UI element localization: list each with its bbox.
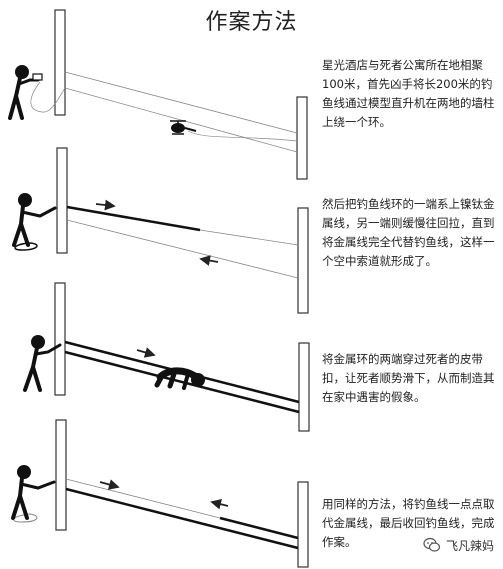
watermark: 飞凡辣妈 — [419, 535, 497, 555]
wechat-icon — [423, 537, 441, 552]
diagram-title: 作案方法 — [205, 10, 298, 35]
left-pillar — [54, 282, 66, 396]
panel-3 — [23, 282, 310, 432]
panel-4 — [11, 419, 309, 568]
slide-arrow — [136, 347, 156, 358]
metal-wire-upper — [219, 516, 299, 540]
panel-1 — [8, 9, 308, 180]
right-pillar — [298, 342, 310, 432]
left-pillar — [56, 147, 68, 254]
wire-coil — [14, 242, 38, 251]
left-pillar — [54, 9, 66, 116]
step-4-caption: 用同样的方法，将钓鱼线一点点取代金属线，最后收回钓鱼线，完成作案。 — [322, 497, 495, 549]
fishing-line-lower — [66, 219, 299, 279]
right-pillar — [296, 96, 308, 180]
panel-2 — [12, 147, 309, 314]
fishing-line-upper — [199, 229, 299, 246]
stick-figure-4 — [11, 465, 56, 520]
victim-figure — [154, 367, 205, 390]
metal-wire-lower — [64, 350, 300, 414]
metal-wire — [66, 205, 201, 232]
left-pillar — [55, 419, 67, 531]
pull-arrow-right — [95, 199, 116, 211]
right-pillar — [297, 207, 309, 314]
stick-figure-3 — [23, 335, 62, 392]
pull-arrow-right — [99, 479, 120, 490]
metal-wire-lower — [65, 487, 299, 550]
pull-arrow-left — [199, 255, 219, 266]
pull-arrow-left — [210, 498, 229, 510]
stick-figure-1 — [8, 65, 43, 120]
step-2-caption: 然后把钓鱼线环的一端系上镍钛金属线，另一端则缓慢往回拉，直到将金属线完全代替钓鱼… — [322, 197, 495, 268]
helicopter-icon — [170, 120, 298, 142]
step-1-caption: 星光酒店与死者公寓所在地相聚100米，首先凶手将长200米的钓鱼线通过模型直升机… — [322, 58, 495, 129]
step-3-caption: 将金属环的两端穿过死者的皮带扣，让死者顺势滑下，从而制造其在家中遇害的假象。 — [322, 352, 495, 404]
line-coil — [13, 513, 38, 523]
fishing-line-loop — [64, 71, 298, 153]
stick-figure-2 — [12, 193, 57, 247]
watermark-text: 飞凡辣妈 — [445, 538, 494, 553]
right-pillar — [297, 481, 309, 568]
fishing-line-upper — [65, 478, 221, 519]
fishing-line-slack — [30, 81, 66, 113]
